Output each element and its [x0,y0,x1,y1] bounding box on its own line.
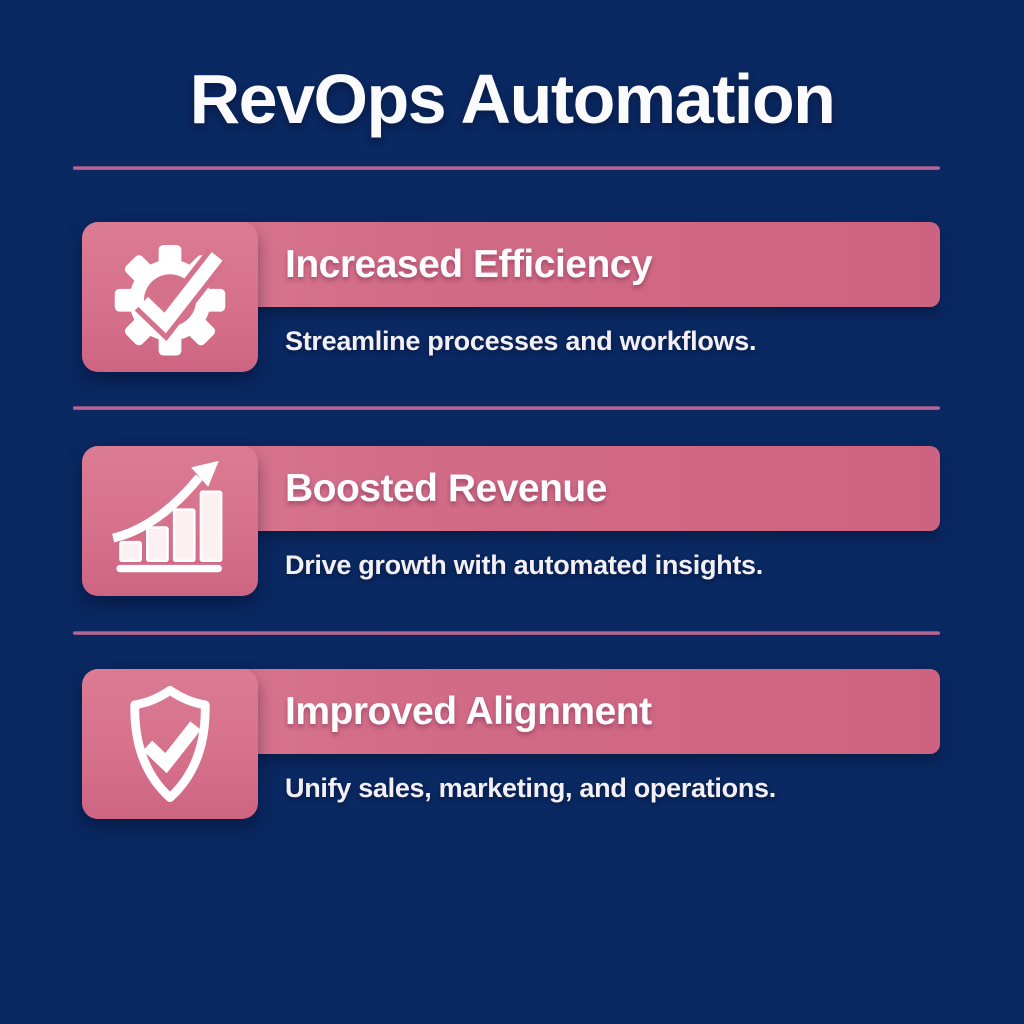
feature-section-alignment: Improved Alignment Unify sales, marketin… [0,669,1024,829]
feature-section-revenue: Boosted Revenue Drive growth with automa… [0,446,1024,606]
section-divider [73,406,940,410]
growth-chart-icon [104,456,236,586]
icon-tile [82,222,258,372]
feature-section-efficiency: Increased Efficiency [0,222,1024,382]
feature-subtitle: Drive growth with automated insights. [285,550,763,580]
feature-subtitle: Unify sales, marketing, and operations. [285,773,776,803]
shield-check-icon [106,680,234,808]
feature-subtitle: Streamline processes and workflows. [285,326,757,356]
feature-title: Increased Efficiency [285,242,653,286]
gear-check-icon [105,232,235,362]
page-title: RevOps Automation [189,60,836,138]
feature-title: Boosted Revenue [285,466,607,510]
icon-tile [82,446,258,596]
title-divider [73,166,940,170]
icon-tile [82,669,258,819]
section-divider [73,631,940,635]
feature-title: Improved Alignment [285,689,652,733]
